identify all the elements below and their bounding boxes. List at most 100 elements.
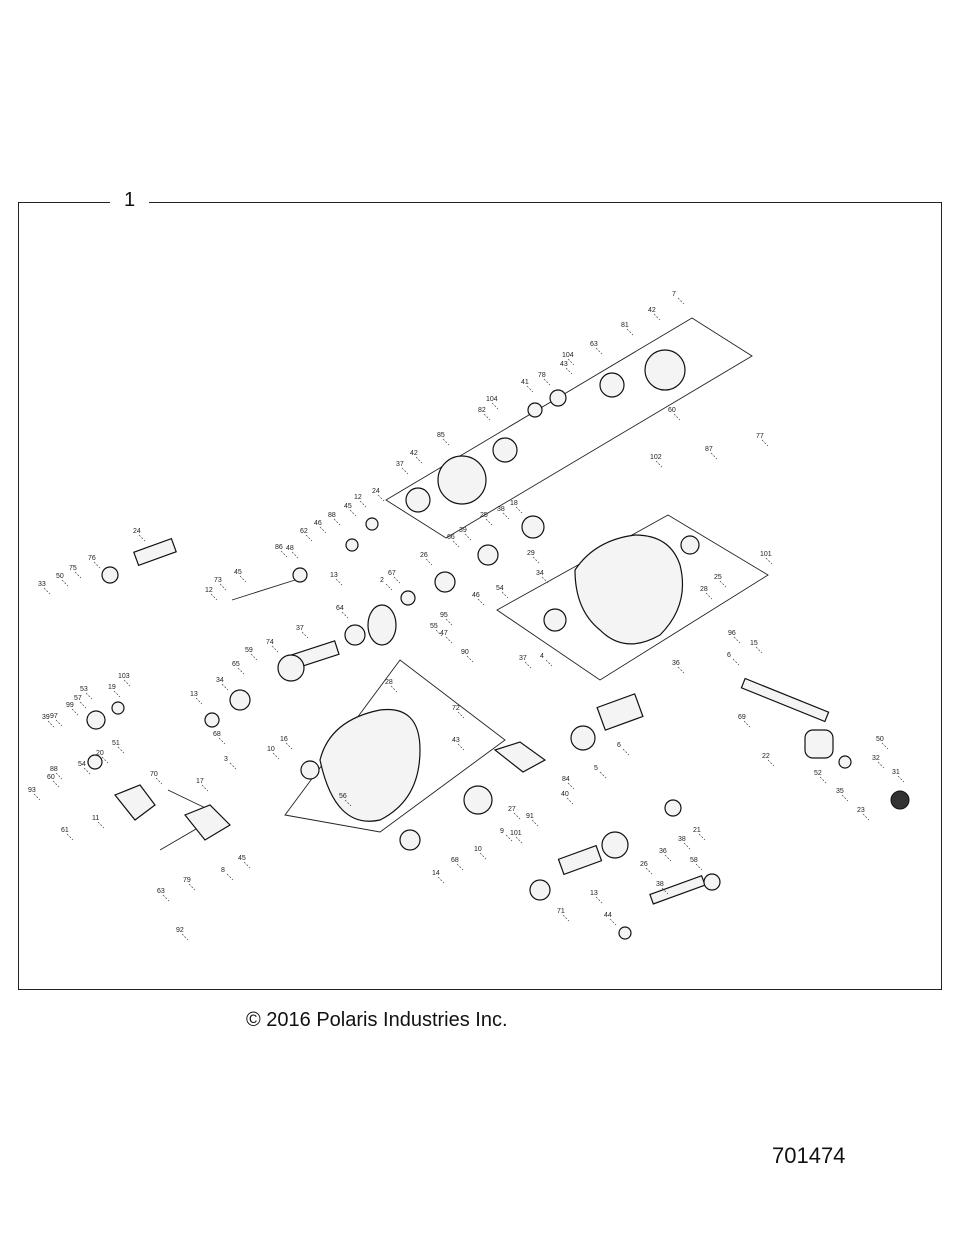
transmission-parts <box>86 349 910 940</box>
callout-leader-line <box>425 558 433 566</box>
part-callout: 37 <box>396 461 404 468</box>
callout-leader-line <box>445 618 453 626</box>
part-callout: 15 <box>750 640 758 647</box>
part-callout: 22 <box>762 753 770 760</box>
callout-leader-line <box>457 711 465 719</box>
callout-leader-line <box>71 708 79 716</box>
callout-leader-line <box>466 655 474 663</box>
part-callout: 86 <box>275 544 283 551</box>
callout-leader-line <box>79 701 87 709</box>
callout-leader-line <box>710 452 718 460</box>
part-callout: 77 <box>756 433 764 440</box>
gear-part <box>601 831 629 859</box>
housing-cover-part <box>644 349 686 391</box>
left-housing-part <box>319 708 421 822</box>
part-callout: 81 <box>621 322 629 329</box>
part-callout: 13 <box>330 572 338 579</box>
callout-leader-line <box>677 666 685 674</box>
callout-leader-line <box>505 834 513 842</box>
callout-leader-line <box>477 598 485 606</box>
part-callout: 57 <box>74 695 82 702</box>
callout-leader-line <box>393 576 401 584</box>
bearing-part <box>529 879 551 901</box>
callout-leader-line <box>74 571 82 579</box>
ring-part <box>838 755 852 769</box>
callout-leader-line <box>626 328 634 336</box>
part-callout: 38 <box>656 881 664 888</box>
callout-leader-line <box>319 526 327 534</box>
callout-leader-line <box>195 697 203 705</box>
bearing-part <box>703 873 721 891</box>
part-callout: 55 <box>430 623 438 630</box>
part-callout: 88 <box>50 766 58 773</box>
callout-leader-line <box>66 833 74 841</box>
part-callout: 73 <box>214 577 222 584</box>
part-callout: 8 <box>221 867 225 874</box>
part-callout: 103 <box>118 673 130 680</box>
gear-part <box>527 402 543 418</box>
callout-leader-line <box>101 756 109 764</box>
part-callout: 41 <box>521 379 529 386</box>
part-callout: 36 <box>659 848 667 855</box>
frame-label: 1 <box>110 186 150 214</box>
callout-leader-line <box>271 645 279 653</box>
part-callout: 42 <box>410 450 418 457</box>
callout-leader-line <box>541 576 549 584</box>
callout-leader-line <box>677 297 685 305</box>
callout-leader-line <box>515 836 523 844</box>
part-callout: 45 <box>344 503 352 510</box>
callout-leader-line <box>349 509 357 517</box>
callout-leader-line <box>333 518 341 526</box>
part-callout: 40 <box>561 791 569 798</box>
part-callout: 43 <box>452 737 460 744</box>
part-callout: 54 <box>78 761 86 768</box>
callout-leader-line <box>502 512 510 520</box>
part-callout: 63 <box>157 888 165 895</box>
part-callout: 47 <box>440 630 448 637</box>
bearing-part <box>618 926 632 940</box>
part-callout: 28 <box>700 586 708 593</box>
callout-leader-line <box>437 876 445 884</box>
part-callout: 79 <box>183 877 191 884</box>
shift-part <box>365 517 379 531</box>
part-callout: 101 <box>510 830 522 837</box>
callout-leader-line <box>862 813 870 821</box>
part-callout: 32 <box>872 755 880 762</box>
exploded-transmission-diagram: 7428163104434178601048285423724124588466… <box>28 291 910 941</box>
part-callout: 38 <box>497 506 505 513</box>
callout-leader-line <box>117 746 125 754</box>
callout-leader-line <box>138 534 146 542</box>
part-callout: 37 <box>296 625 304 632</box>
callout-leader-line <box>765 557 773 565</box>
part-callout: 13 <box>190 691 198 698</box>
seal-part <box>300 760 320 780</box>
callout-leader-line <box>491 402 499 410</box>
callout-leader-line <box>55 719 63 727</box>
part-callout: 36 <box>672 660 680 667</box>
callout-leader-line <box>33 793 41 801</box>
part-callout: 50 <box>56 573 64 580</box>
chain-part <box>367 604 397 646</box>
callout-leader-line <box>595 896 603 904</box>
part-callout: 26 <box>640 861 648 868</box>
part-callout: 52 <box>814 770 822 777</box>
callout-leader-line <box>673 413 681 421</box>
part-callout: 62 <box>300 528 308 535</box>
callout-leader-line <box>359 500 367 508</box>
cover-plate-part <box>493 741 547 773</box>
part-callout: 45 <box>238 855 246 862</box>
gear-part <box>434 571 456 593</box>
callout-leader-line <box>237 667 245 675</box>
large-gear-part <box>437 455 487 505</box>
callout-leader-line <box>445 636 453 644</box>
part-callout: 23 <box>857 807 865 814</box>
callout-leader-line <box>239 575 247 583</box>
part-callout: 67 <box>388 570 396 577</box>
part-callout: 48 <box>286 545 294 552</box>
part-callout: 90 <box>461 649 469 656</box>
callout-leader-line <box>226 873 234 881</box>
part-callout: 60 <box>47 774 55 781</box>
callout-leader-line <box>841 794 849 802</box>
part-callout: 63 <box>590 341 598 348</box>
part-callout: 82 <box>478 407 486 414</box>
